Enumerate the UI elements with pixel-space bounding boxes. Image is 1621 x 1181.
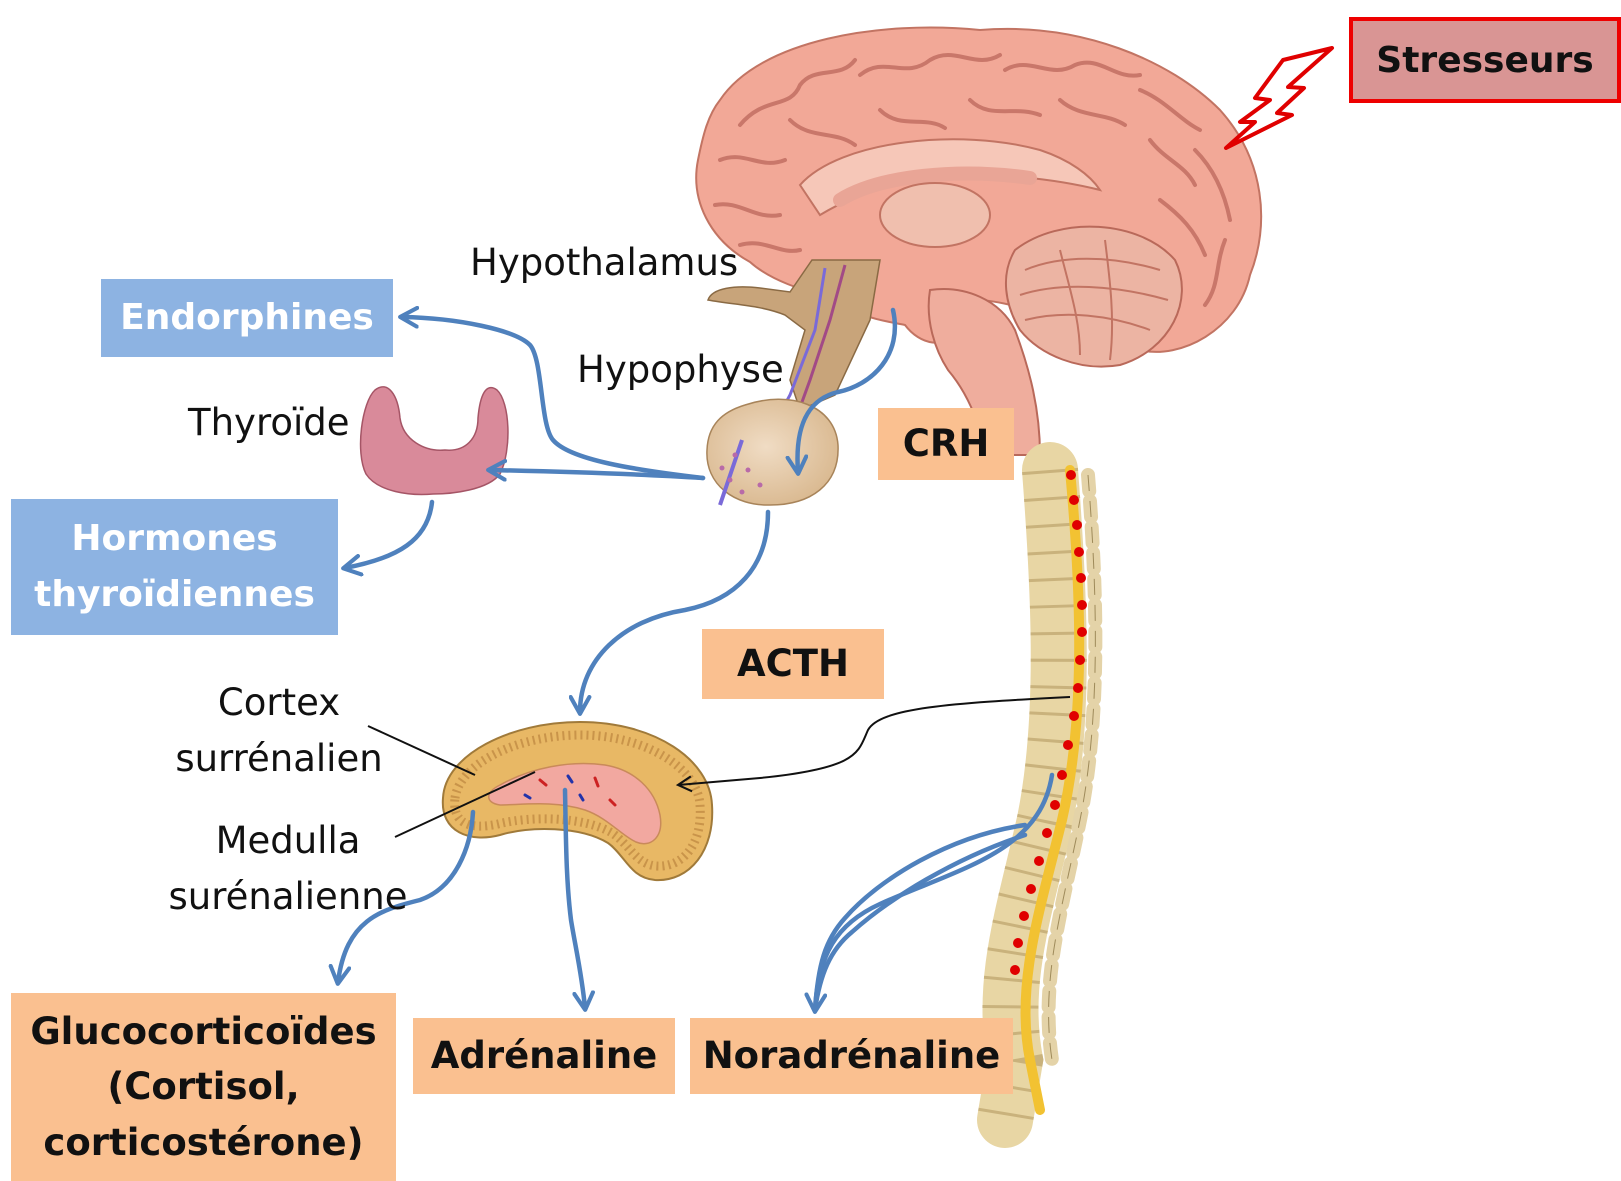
thyroide-label: Thyroïde bbox=[188, 400, 350, 446]
cortex-label-line2: surrénalien bbox=[174, 736, 384, 782]
cortex-leader-line bbox=[368, 726, 475, 775]
glucocorticoides-line3: corticostérone) bbox=[43, 1115, 363, 1171]
medulla-label-line2: surénalienne bbox=[168, 874, 408, 920]
thyroid-hormones-line1: Hormones bbox=[71, 511, 277, 567]
thyroid-hormones-line2: thyroïdiennes bbox=[34, 567, 315, 623]
acth-box: ACTH bbox=[702, 629, 884, 699]
pituitary-gland-illustration bbox=[707, 399, 838, 505]
noradrenaline-box: Noradrénaline bbox=[690, 1018, 1013, 1094]
cortex-label-line1: Cortex bbox=[174, 680, 384, 726]
crh-box: CRH bbox=[878, 408, 1014, 480]
arrow-thyroid-to-hormones bbox=[345, 502, 432, 568]
hypophyse-label: Hypophyse bbox=[577, 347, 784, 393]
endorphines-label: Endorphines bbox=[120, 290, 374, 346]
crh-label: CRH bbox=[903, 416, 990, 472]
arrow-pituitary-to-thyroid bbox=[490, 470, 703, 478]
stressor-box: Stresseurs bbox=[1349, 17, 1621, 103]
nerve-to-adrenal-arrow bbox=[678, 697, 1070, 785]
spine-illustration bbox=[1005, 470, 1095, 1120]
adrenaline-label: Adrénaline bbox=[431, 1028, 658, 1084]
thyroid-hormones-box: Hormones thyroïdiennes bbox=[11, 499, 338, 635]
medulla-label-line1: Medulla bbox=[168, 818, 408, 864]
thyroid-illustration bbox=[361, 387, 508, 495]
glucocorticoides-line2: (Cortisol, bbox=[107, 1059, 299, 1115]
acth-label: ACTH bbox=[737, 636, 849, 692]
hypothalamus-label: Hypothalamus bbox=[470, 240, 738, 286]
noradrenaline-label: Noradrénaline bbox=[703, 1028, 1001, 1084]
stressor-label: Stresseurs bbox=[1376, 40, 1593, 81]
adrenaline-box: Adrénaline bbox=[413, 1018, 675, 1094]
lightning-bolt-icon bbox=[1226, 48, 1332, 148]
cortex-label: Cortex surrénalien bbox=[174, 680, 384, 783]
glucocorticoides-box: Glucocorticoïdes (Cortisol, corticostéro… bbox=[11, 993, 396, 1181]
glucocorticoides-line1: Glucocorticoïdes bbox=[30, 1004, 376, 1060]
adrenal-gland-illustration bbox=[443, 722, 712, 880]
medulla-label: Medulla surénalienne bbox=[168, 818, 408, 921]
endorphines-box: Endorphines bbox=[101, 279, 393, 357]
